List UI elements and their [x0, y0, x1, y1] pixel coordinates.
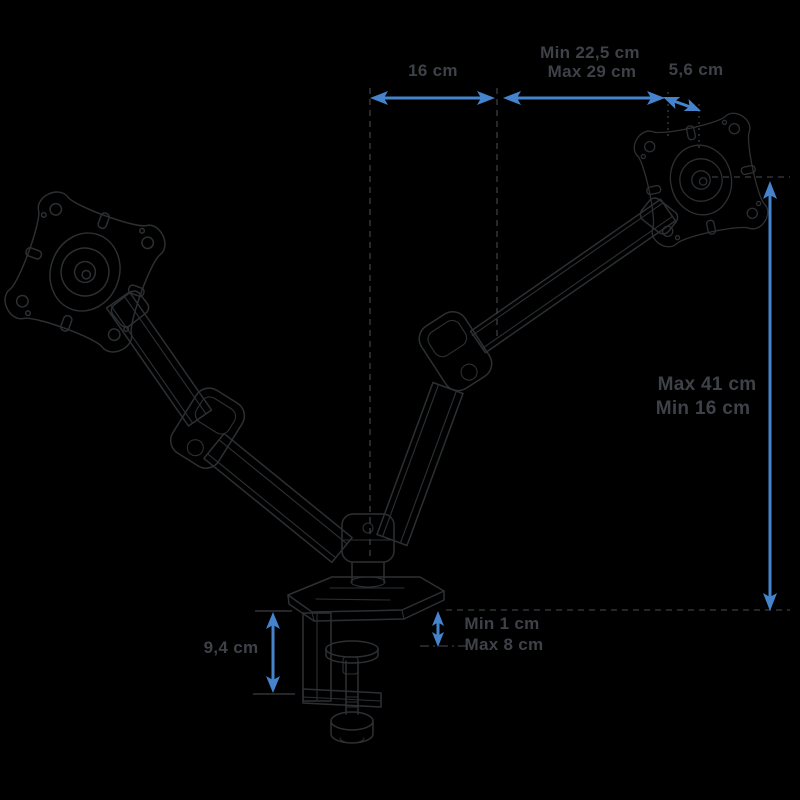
right-hinge-bracket [639, 197, 679, 235]
dim-label-clamp-height: 9,4 cm [203, 638, 259, 657]
dim-label-arm-outer-max: Max 29 cm [547, 62, 637, 81]
dim-arrow-arm-inner [370, 91, 495, 105]
dim-arrow-vesa-depth [663, 96, 701, 112]
clamp-screw-knob [330, 711, 374, 744]
dim-label-desk-max: Max 8 cm [464, 635, 544, 654]
dim-label-height-max: Max 41 cm [657, 374, 757, 395]
dim-arrow-height [763, 181, 777, 611]
gas-spring-arm-right [376, 198, 677, 547]
base-plate [287, 576, 445, 622]
dim-arrow-desk-thickness [432, 611, 444, 647]
right-elbow-joint [418, 310, 493, 392]
gas-spring-arm-left [105, 291, 353, 564]
dim-label-height-min: Min 16 cm [655, 398, 751, 419]
dim-arrow-arm-outer [503, 91, 665, 105]
dim-label-desk-min: Min 1 cm [464, 614, 540, 633]
left-elbow-joint [169, 387, 246, 469]
right-vesa-plate [630, 109, 772, 251]
left-hinge-bracket [110, 290, 150, 328]
center-pole [341, 513, 395, 588]
left-vesa-plate [0, 185, 172, 359]
dim-arrow-clamp-height [266, 612, 280, 693]
dim-label-arm-inner: 16 cm [408, 61, 458, 80]
dim-label-vesa-depth: 5,6 cm [668, 60, 724, 79]
desk-clamp [302, 612, 382, 744]
extension-lines [253, 88, 790, 695]
dim-label-arm-outer-min: Min 22,5 cm [540, 43, 640, 62]
